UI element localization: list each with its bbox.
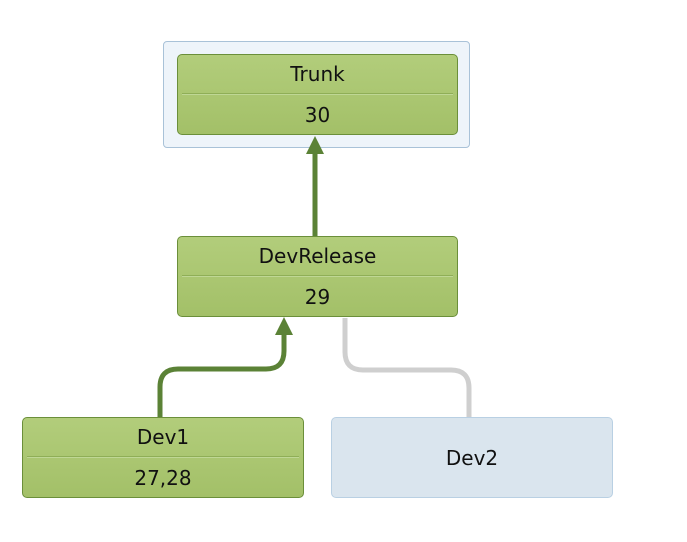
node-divider bbox=[182, 93, 453, 95]
revision-list: 27,28 bbox=[134, 465, 192, 490]
branch-node-devrelease[interactable]: DevRelease 29 bbox=[177, 236, 458, 317]
edge-dev2-to-devrelease bbox=[342, 318, 472, 417]
revision-list: 29 bbox=[304, 284, 331, 309]
branch-name: Dev2 bbox=[445, 445, 499, 470]
node-divider bbox=[27, 456, 299, 458]
edge-dev1-to-devrelease bbox=[157, 334, 287, 417]
arrowhead-dev1-to-devrelease bbox=[275, 317, 293, 335]
branch-name: Trunk bbox=[290, 62, 345, 86]
branch-name: DevRelease bbox=[258, 244, 377, 268]
branch-node-trunk[interactable]: Trunk 30 bbox=[177, 54, 458, 135]
branch-node-dev1[interactable]: Dev1 27,28 bbox=[22, 417, 304, 498]
arrowhead-devrelease-to-trunk bbox=[306, 136, 324, 154]
branch-node-dev2[interactable]: Dev2 bbox=[331, 417, 613, 498]
revision-list: 30 bbox=[304, 102, 331, 127]
branch-name: Dev1 bbox=[136, 425, 190, 449]
node-divider bbox=[182, 275, 453, 277]
